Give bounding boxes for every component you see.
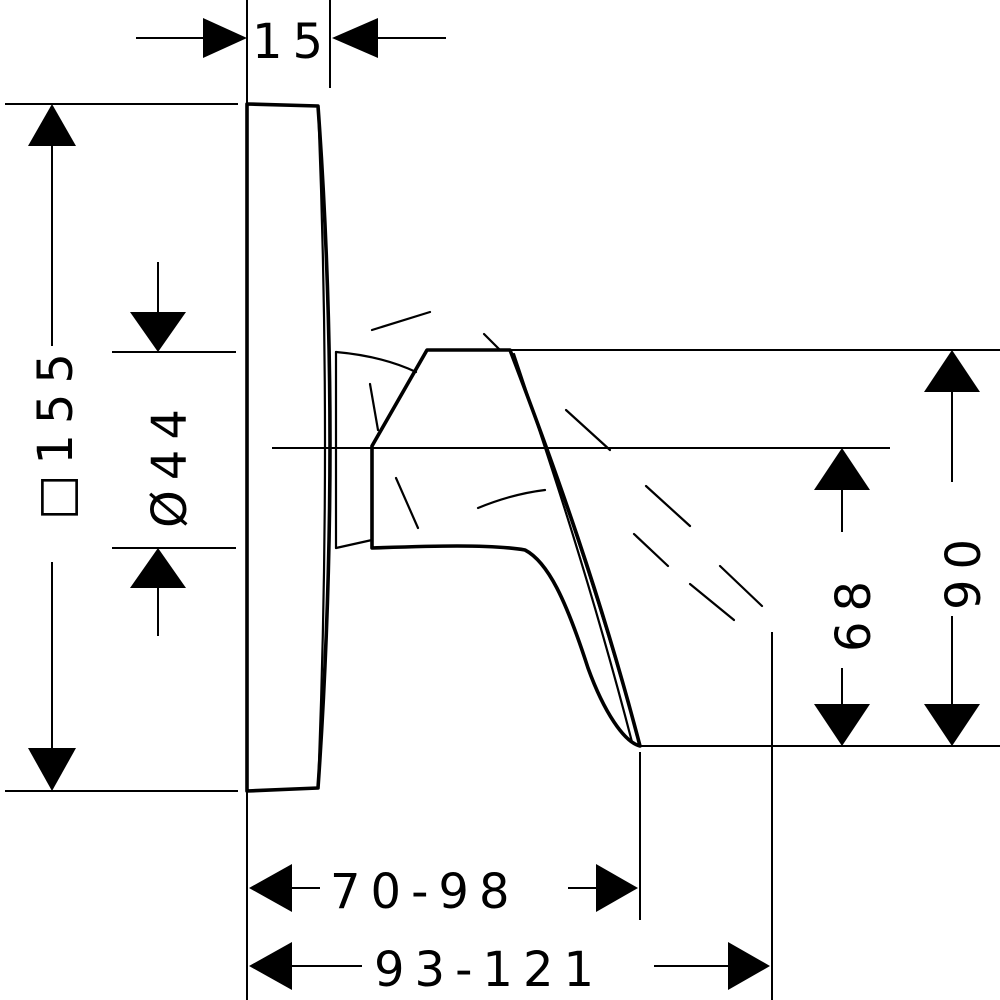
dimension-label-spindle-diameter: Ø44 <box>142 399 198 528</box>
lever-handle <box>370 348 642 748</box>
dimension-label-projection-max: 93-121 <box>374 942 604 998</box>
spindle-sleeve <box>334 350 418 550</box>
dimension-plate-size: □155 <box>28 104 84 791</box>
dimension-label-height-to-axis: 68 <box>826 571 882 652</box>
dimension-height-to-axis: 68 <box>814 448 882 746</box>
dimension-label-depth: 15 <box>252 14 333 70</box>
extension-lines <box>5 0 1000 1000</box>
dimension-spindle-diameter: Ø44 <box>130 262 198 636</box>
dimension-label-plate-size: □155 <box>28 343 84 520</box>
dimension-label-height-total: 90 <box>936 529 992 610</box>
wall-plate <box>245 102 332 793</box>
dimension-label-projection-min: 70-98 <box>330 864 519 920</box>
dimension-projection-min: 70-98 <box>249 864 638 920</box>
dimension-projection-max: 93-121 <box>249 942 770 998</box>
dimension-height-total: 90 <box>924 350 992 746</box>
dimension-depth-top: 15 <box>136 14 446 70</box>
lever-rotation-outline <box>368 310 764 622</box>
